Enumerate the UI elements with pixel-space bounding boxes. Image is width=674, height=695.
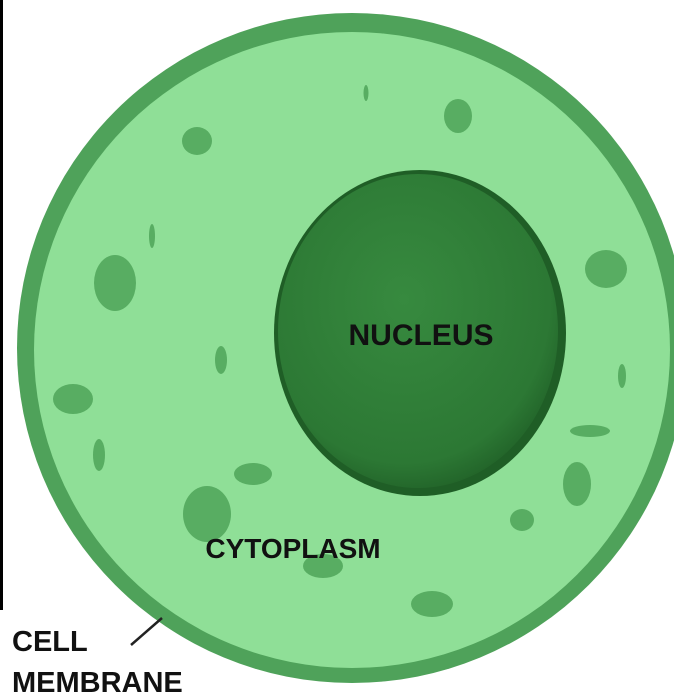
organelle [182,127,212,155]
organelle [149,224,155,248]
organelle [411,591,453,617]
cell-membrane-label-line2: MEMBRANE [12,667,183,695]
cytoplasm-label: CYTOPLASM [205,533,380,564]
cell-membrane-label-line1: CELL [12,626,88,658]
organelle [93,439,105,471]
organelle [618,364,626,388]
organelle [444,99,472,133]
organelle [563,462,591,506]
organelle [303,554,343,578]
organelle [215,346,227,374]
organelle [94,255,136,311]
organelle [570,425,610,437]
organelle [234,463,272,485]
organelles [53,85,627,617]
organelle [585,250,627,288]
membrane-pointer-line [130,617,163,646]
left-border-line [0,0,3,610]
nucleus [278,174,558,488]
organelle [53,384,93,414]
organelle [363,85,369,101]
organelle [183,486,231,542]
nucleus-label: NUCLEUS [348,319,493,352]
organelle [510,509,534,531]
